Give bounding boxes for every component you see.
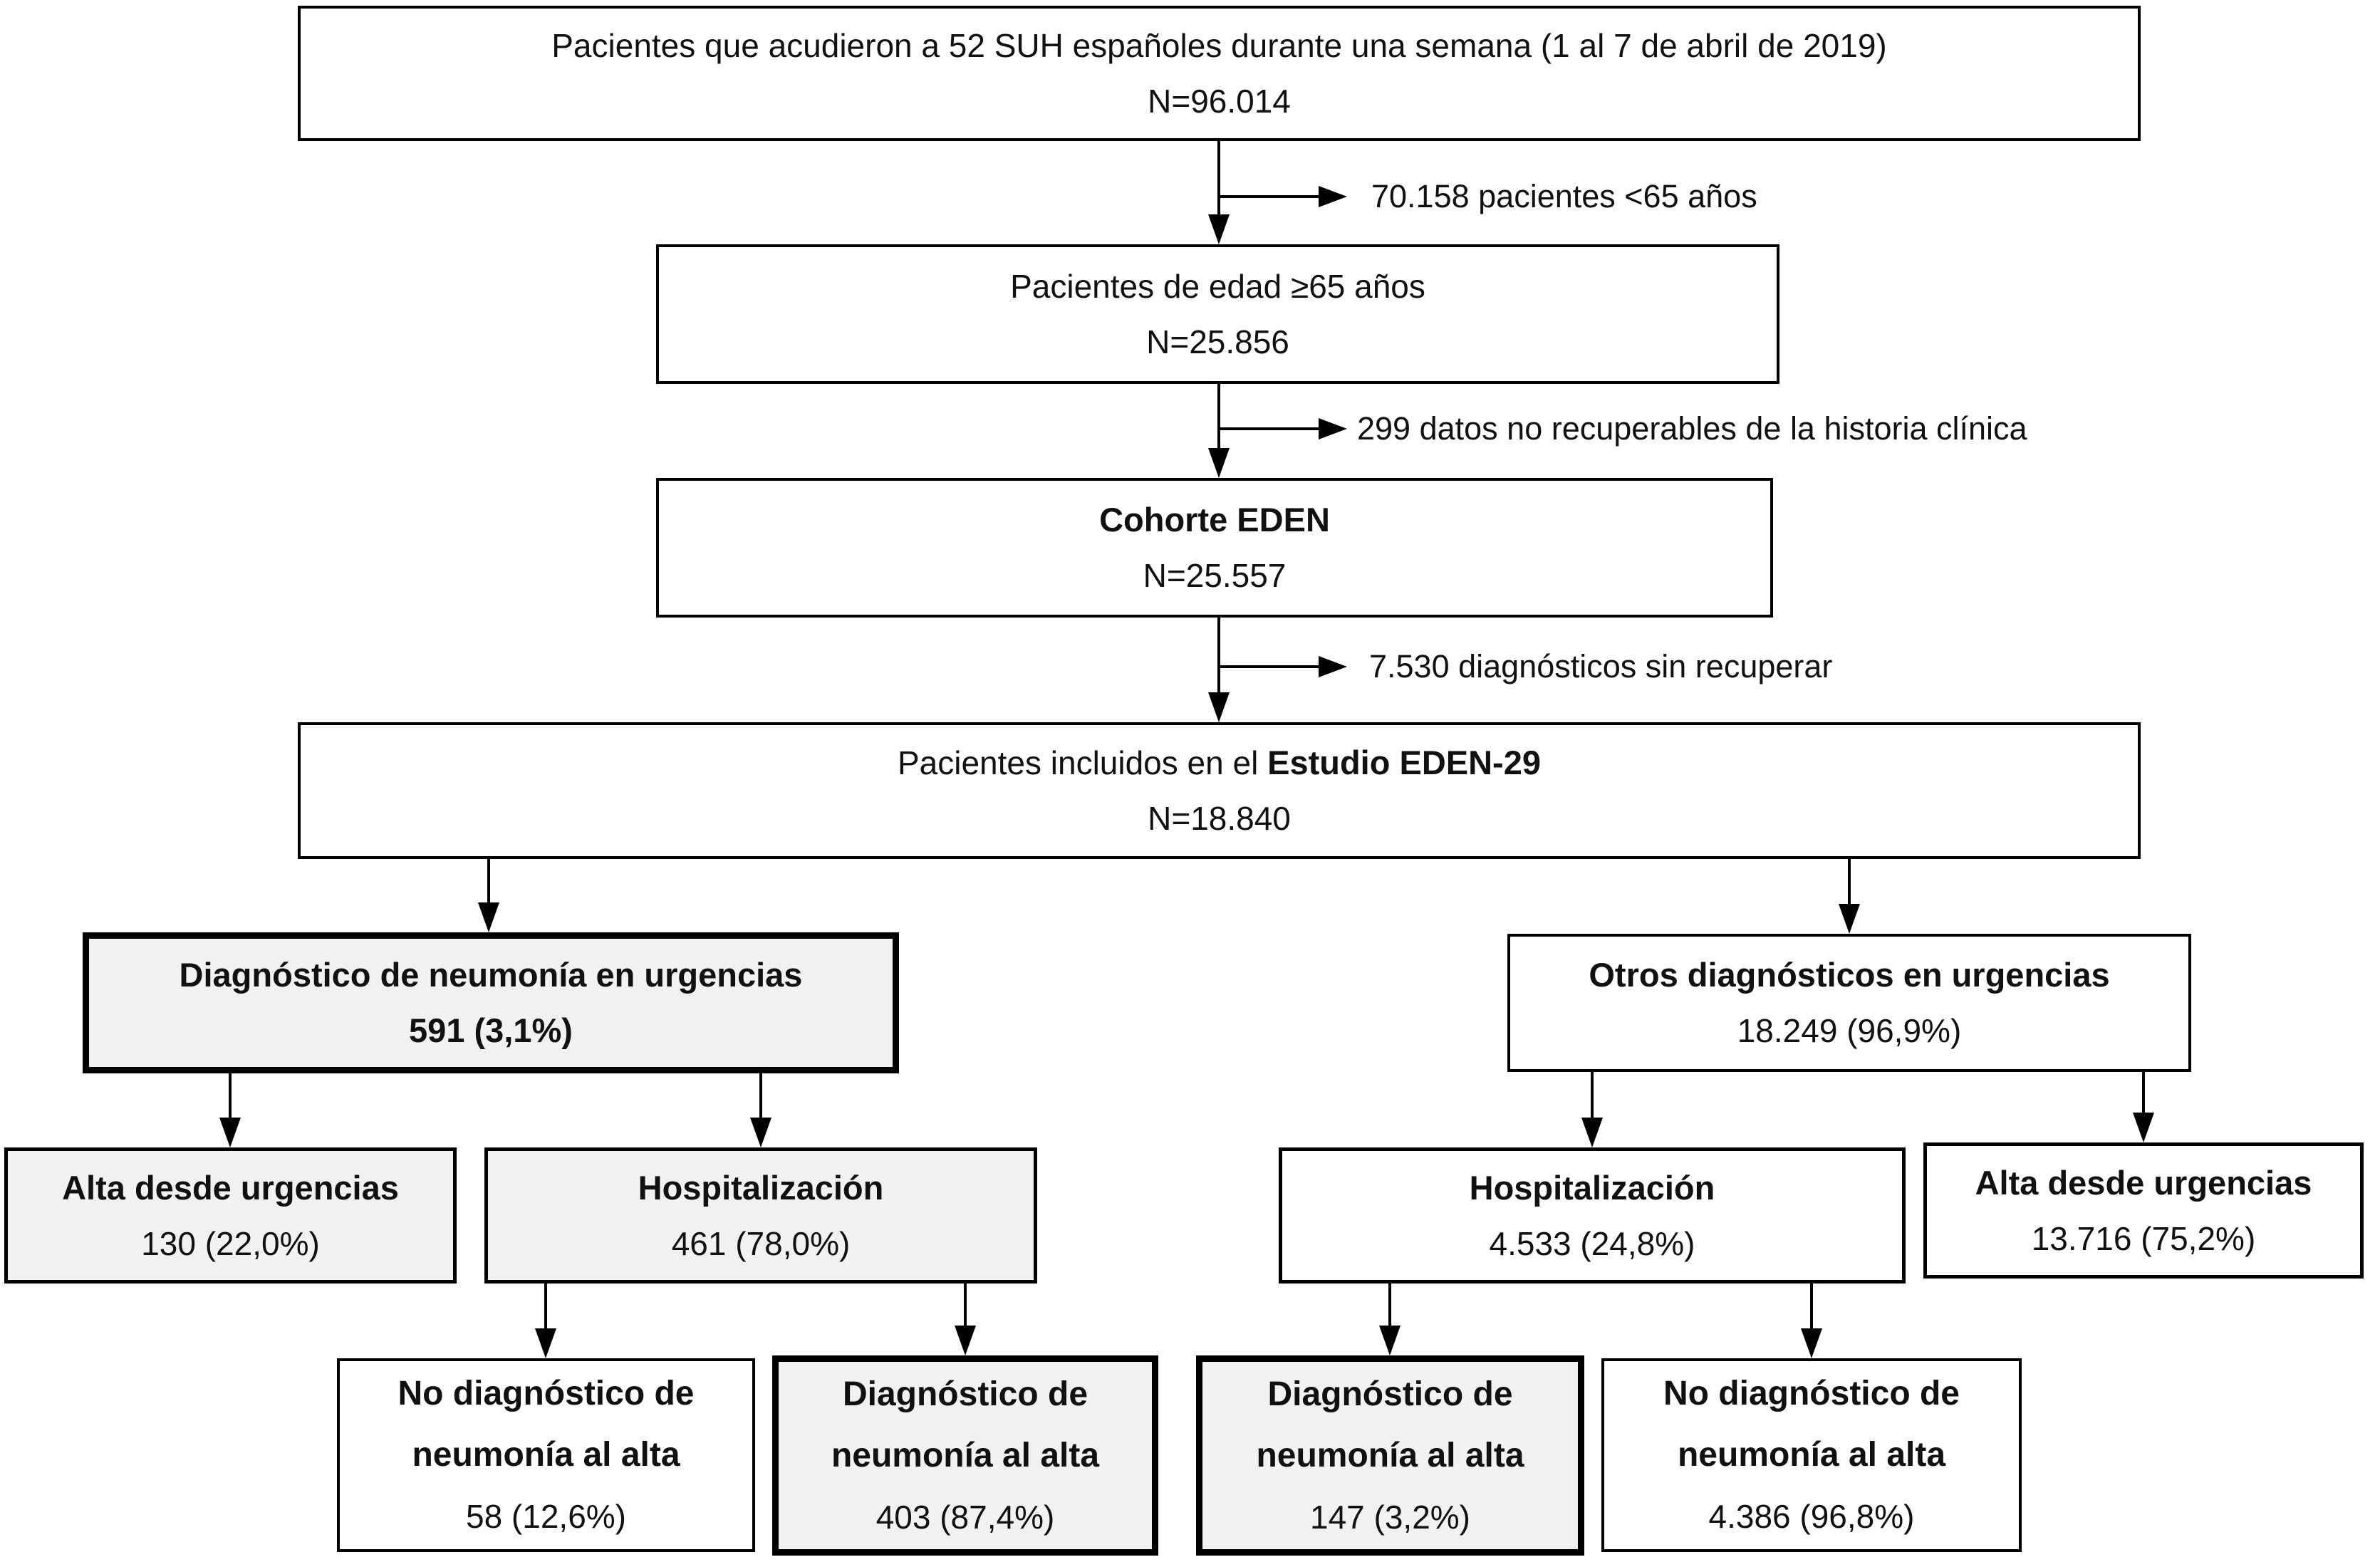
box-count: 58 (12,6%): [465, 1498, 626, 1535]
box-study-eden29: Pacientes incluidos en el Estudio EDEN-2…: [298, 722, 2141, 859]
box-other-hospitalization: Hospitalización 4.533 (24,8%): [1279, 1147, 1906, 1284]
box-title: Pacientes que acudieron a 52 SUH español…: [551, 27, 1887, 64]
box-title: Otros diagnósticos en urgencias: [1589, 956, 2110, 994]
connector-pneuhosp-to-dx: [964, 1284, 967, 1328]
box-count: 403 (87,4%): [875, 1498, 1055, 1536]
arrowhead-down-icon: [219, 1118, 241, 1147]
box-title: Diagnóstico de neumonía al alta: [831, 1375, 1100, 1474]
connector-other-to-discharge: [2142, 1072, 2145, 1115]
box-pneumonia-ed-diagnosis: Diagnóstico de neumonía en urgencias 591…: [83, 932, 899, 1073]
connector-total-to-age: [1217, 141, 1220, 217]
box-title: Pacientes incluidos en el Estudio EDEN-2…: [898, 735, 1541, 791]
box-other-ed-diagnoses: Otros diagnósticos en urgencias 18.249 (…: [1507, 934, 2191, 1072]
box-count: 4.386 (96,8%): [1708, 1498, 1915, 1535]
connector-study-to-other: [1848, 859, 1851, 907]
box-count: 18.249 (96,9%): [1737, 1012, 1962, 1049]
arrowhead-right-icon: [1319, 656, 1347, 677]
arrowhead-down-icon: [2133, 1113, 2154, 1142]
arrowhead-down-icon: [1208, 448, 1230, 478]
box-pneumonia-hosp-dx-discharge: Diagnóstico de neumonía al alta 403 (87,…: [772, 1355, 1158, 1556]
box-title: No diagnóstico de neumonía al alta: [1663, 1375, 1960, 1474]
box-title-prefix: Pacientes incluidos en el: [897, 744, 1268, 781]
box-title: Cohorte EDEN: [1099, 501, 1330, 538]
arrowhead-down-icon: [1379, 1326, 1401, 1355]
box-count: 461 (78,0%): [671, 1224, 851, 1262]
connector-pneumonia-to-discharge: [229, 1073, 232, 1120]
arrowhead-down-icon: [1839, 904, 1860, 934]
connector-otherhosp-to-nodx: [1810, 1284, 1813, 1331]
box-count: 4.533 (24,8%): [1489, 1224, 1695, 1262]
box-title-bold: Estudio EDEN-29: [1267, 744, 1541, 781]
box-title: Alta desde urgencias: [62, 1168, 399, 1207]
arrowhead-down-icon: [535, 1328, 556, 1358]
exclusion-label-under65: 70.158 pacientes <65 años: [1371, 178, 1757, 214]
box-count: N=96.014: [1148, 83, 1291, 120]
box-other-hosp-dx-discharge: Diagnóstico de neumonía al alta 147 (3,2…: [1196, 1355, 1584, 1556]
box-other-discharge: Alta desde urgencias 13.716 (75,2%): [1923, 1142, 2364, 1279]
connector-pneuhosp-to-nodx: [544, 1284, 547, 1331]
exclusion-arrow-nodata: [1219, 427, 1319, 430]
exclusion-arrow-nodx: [1219, 665, 1319, 668]
connector-other-to-hosp: [1591, 1072, 1594, 1120]
box-title: Diagnóstico de neumonía al alta: [1256, 1375, 1524, 1474]
box-pneumonia-hosp-no-dx-discharge: No diagnóstico de neumonía al alta 58 (1…: [337, 1358, 755, 1552]
box-count: N=25.856: [1146, 323, 1289, 360]
connector-otherhosp-to-dx: [1388, 1284, 1391, 1328]
box-age-65: Pacientes de edad ≥65 años N=25.856: [656, 244, 1779, 384]
box-pneumonia-hospitalization: Hospitalización 461 (78,0%): [484, 1147, 1037, 1284]
box-pneumonia-discharge: Alta desde urgencias 130 (22,0%): [4, 1147, 457, 1284]
arrowhead-down-icon: [478, 902, 499, 932]
arrowhead-right-icon: [1319, 186, 1347, 207]
exclusion-label-nodata: 299 datos no recuperables de la historia…: [1357, 410, 2027, 447]
box-other-hosp-no-dx-discharge: No diagnóstico de neumonía al alta 4.386…: [1601, 1358, 2022, 1552]
box-title: No diagnóstico de neumonía al alta: [397, 1375, 695, 1474]
box-count: 13.716 (75,2%): [2031, 1219, 2256, 1257]
box-count: N=18.840: [1148, 800, 1291, 837]
connector-eden-to-study: [1217, 618, 1220, 695]
connector-study-to-pneumonia: [487, 859, 490, 905]
exclusion-arrow-under65: [1219, 195, 1319, 198]
box-count: 130 (22,0%): [141, 1224, 320, 1262]
box-count: 147 (3,2%): [1309, 1498, 1470, 1536]
box-title: Diagnóstico de neumonía en urgencias: [179, 956, 803, 994]
connector-pneumonia-to-hosp: [759, 1073, 762, 1120]
box-title: Hospitalización: [638, 1168, 884, 1207]
box-count: 591 (3,1%): [409, 1011, 573, 1049]
box-title: Pacientes de edad ≥65 años: [1010, 268, 1425, 305]
arrowhead-down-icon: [1801, 1328, 1822, 1358]
arrowhead-right-icon: [1319, 418, 1347, 439]
connector-age-to-eden: [1217, 384, 1220, 451]
arrowhead-down-icon: [1208, 692, 1230, 722]
box-title: Alta desde urgencias: [1975, 1163, 2312, 1202]
arrowhead-down-icon: [955, 1326, 976, 1355]
arrowhead-down-icon: [1208, 214, 1230, 244]
exclusion-label-nodx: 7.530 diagnósticos sin recuperar: [1369, 648, 1833, 684]
arrowhead-down-icon: [1581, 1118, 1603, 1147]
arrowhead-down-icon: [750, 1118, 771, 1147]
box-count: N=25.557: [1143, 557, 1287, 594]
box-title: Hospitalización: [1469, 1168, 1715, 1207]
box-cohort-eden: Cohorte EDEN N=25.557: [656, 478, 1773, 618]
box-total-patients: Pacientes que acudieron a 52 SUH español…: [298, 6, 2141, 141]
